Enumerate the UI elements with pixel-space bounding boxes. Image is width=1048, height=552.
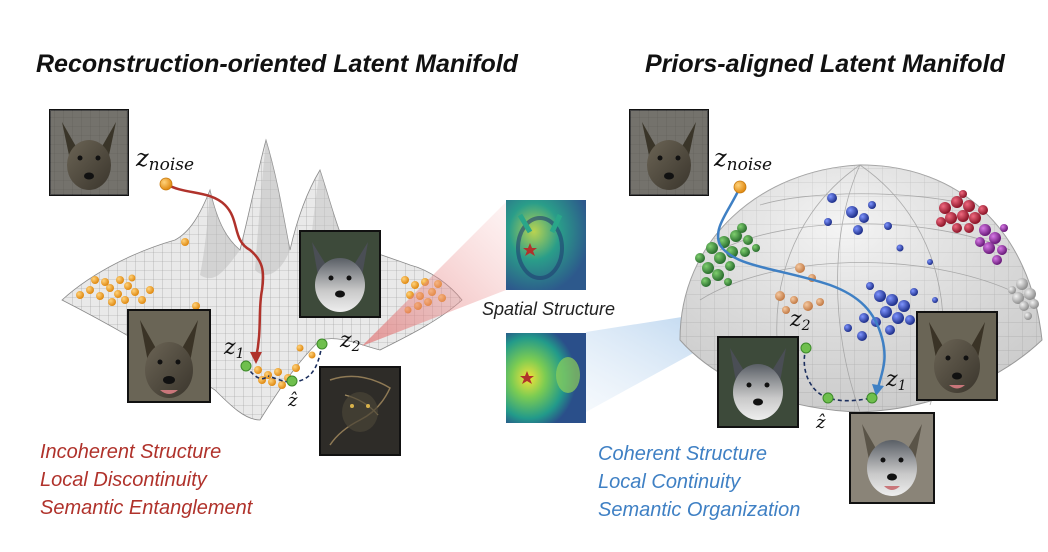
z2-point-right bbox=[800, 342, 812, 354]
husky-image-left bbox=[299, 230, 381, 318]
left-property: Incoherent Structure bbox=[40, 441, 222, 463]
right-title: Priors-aligned Latent Manifold bbox=[645, 50, 1005, 78]
husky-image-right bbox=[717, 336, 799, 428]
z2-point-left bbox=[316, 338, 328, 350]
blue-cluster-top bbox=[824, 193, 904, 252]
noisy-dog-image-right bbox=[629, 109, 709, 196]
gray-cluster bbox=[1008, 278, 1039, 320]
left-property: Local Discontinuity bbox=[40, 469, 207, 491]
manifold-peak-shadow bbox=[200, 190, 240, 279]
beam-red bbox=[362, 202, 506, 346]
z1-label-left: z1 bbox=[223, 335, 245, 362]
noise-path-left bbox=[165, 182, 265, 359]
right-property: Coherent Structure bbox=[598, 443, 767, 465]
left-property: Semantic Entanglement bbox=[40, 497, 253, 519]
z1-label-right: z1 bbox=[885, 367, 907, 394]
noise-path-right bbox=[716, 186, 886, 389]
noisy-dog-image-left bbox=[49, 109, 129, 196]
z1-point-right bbox=[866, 392, 878, 404]
z-noise-label-left: znoise bbox=[135, 144, 194, 175]
heatmap-bottom bbox=[506, 333, 586, 423]
z-noise-point-left bbox=[159, 177, 173, 191]
z2-label-left: z2 bbox=[339, 328, 361, 355]
star-marker bbox=[520, 371, 534, 384]
right-properties: Coherent Structure Local Continuity Sema… bbox=[598, 440, 800, 524]
corrupted-dog-image-left bbox=[319, 366, 401, 456]
zhat-point-left bbox=[286, 375, 298, 387]
generated-dog-image-right bbox=[849, 412, 935, 504]
orange-cluster-left bbox=[76, 238, 200, 310]
noise-path-arrowhead bbox=[872, 384, 884, 396]
z-noise-label-right: znoise bbox=[713, 144, 772, 175]
red-cluster bbox=[936, 190, 988, 233]
star-marker bbox=[523, 243, 537, 256]
blue-cluster-bottom bbox=[844, 259, 938, 341]
manifold-peak-shadow bbox=[255, 140, 290, 275]
dog-image-left bbox=[127, 309, 211, 403]
heatmap-top bbox=[506, 200, 586, 290]
spatial-structure-label: Spatial Structure bbox=[482, 299, 616, 319]
zhat-label-left: ẑ bbox=[287, 390, 298, 411]
z2-label-right: z2 bbox=[789, 307, 811, 334]
tan-cluster bbox=[775, 263, 824, 314]
right-property: Semantic Organization bbox=[598, 499, 801, 521]
zhat-point-right bbox=[822, 392, 834, 404]
noise-path-arrowhead bbox=[250, 352, 262, 364]
z1-point-left bbox=[240, 360, 252, 372]
right-property: Local Continuity bbox=[598, 471, 741, 493]
purple-cluster bbox=[975, 224, 1008, 265]
left-title: Reconstruction-oriented Latent Manifold bbox=[36, 50, 518, 78]
dog-image-right bbox=[916, 311, 998, 401]
left-properties: Incoherent Structure Local Discontinuity… bbox=[40, 438, 252, 522]
zhat-label-right: ẑ bbox=[815, 412, 826, 433]
z-noise-point-right bbox=[733, 180, 747, 194]
